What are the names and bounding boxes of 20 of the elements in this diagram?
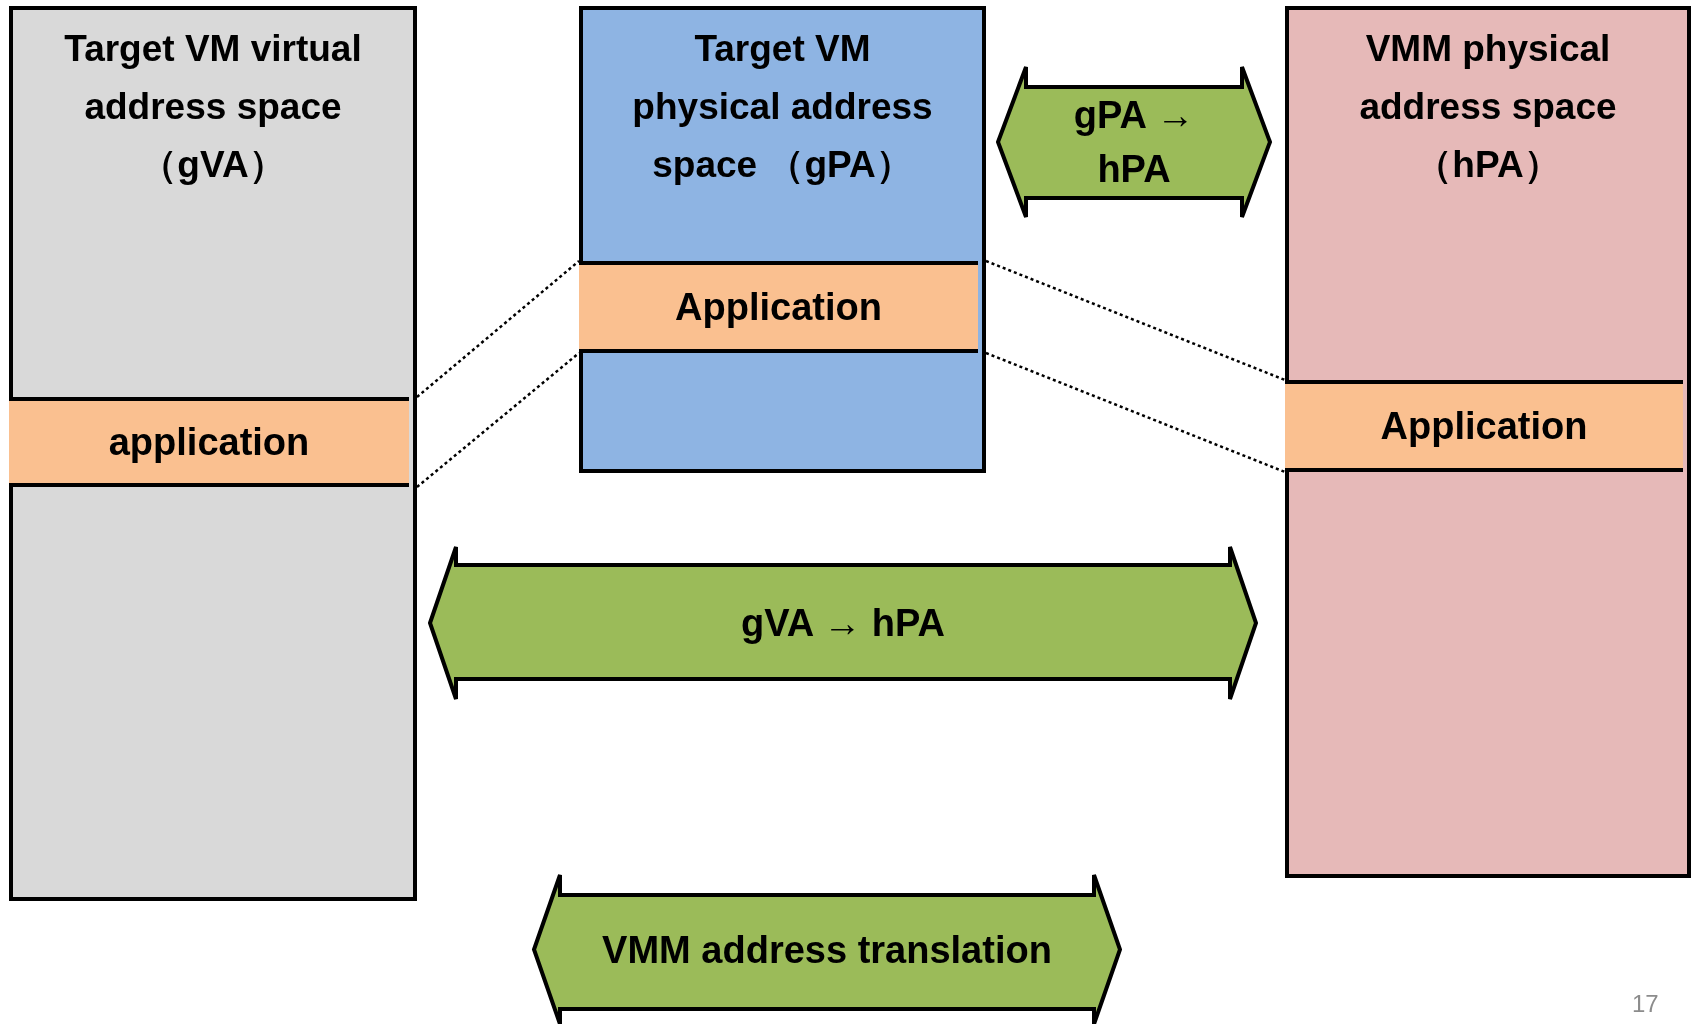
column-heading: VMM physical address space （hPA）	[1358, 27, 1618, 187]
address-space-column	[579, 6, 986, 473]
leader-line	[416, 352, 580, 488]
address-space-column	[9, 6, 417, 901]
band-label: Application	[675, 285, 882, 329]
band-label: application	[108, 420, 310, 464]
leader-line	[416, 260, 580, 398]
application-band	[1285, 380, 1683, 472]
band-label: Application	[1380, 404, 1588, 448]
column-heading: Target VM physical address space （gPA）	[631, 27, 934, 187]
arrow-label: gVA → hPA	[740, 601, 946, 646]
arrow-label: gPA → hPA	[1072, 93, 1196, 192]
address-space-column	[1285, 6, 1691, 878]
leader-line	[985, 351, 1286, 474]
application-band	[9, 397, 409, 487]
column-heading: Target VM virtual address space （gVA）	[63, 27, 363, 187]
leader-line	[985, 259, 1286, 382]
arrow-label: VMM address translation	[602, 927, 1052, 973]
page-number: 17	[1632, 990, 1659, 1018]
application-band	[579, 261, 978, 353]
